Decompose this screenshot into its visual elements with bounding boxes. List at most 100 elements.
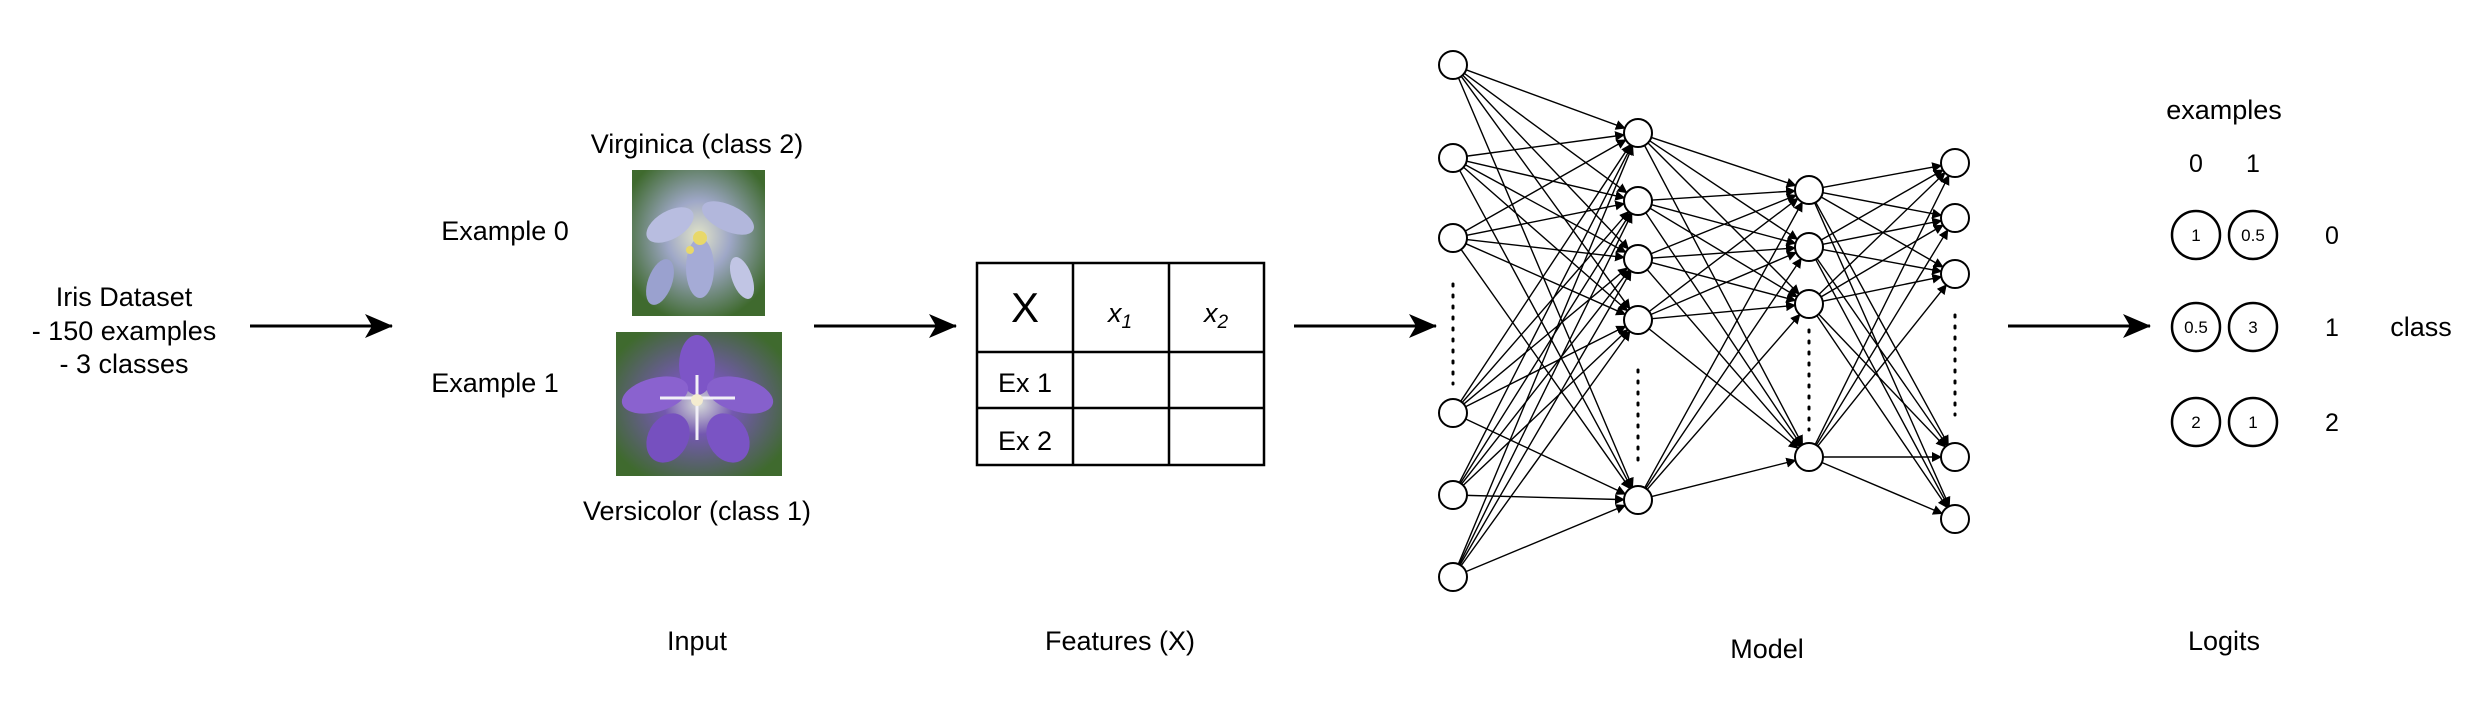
nn-connection [1457, 77, 1634, 489]
logit-value: 1 [2248, 413, 2257, 432]
nn-node-layer-4 [1940, 148, 1970, 178]
nn-connection [1822, 273, 1943, 302]
nn-node-layer-3 [1794, 175, 1824, 205]
nn-connection [1651, 301, 1797, 320]
features-row2-header: Ex 2 [998, 426, 1052, 456]
logit-value: 2 [2191, 413, 2200, 432]
nn-connection [1646, 313, 1801, 490]
versicolor-flower-image [616, 332, 782, 476]
logits-col-header-0: 0 [2189, 150, 2203, 178]
nn-connection [1460, 249, 1631, 490]
nn-connection [1815, 201, 1949, 446]
nn-node-layer-2 [1623, 118, 1653, 148]
nn-node-layer-4 [1940, 203, 1970, 233]
features-table-border [975, 261, 1266, 467]
nn-connection [1459, 169, 1632, 489]
nn-connection [1461, 210, 1630, 403]
nn-connection [1820, 224, 1944, 298]
logit-value: 1 [2191, 226, 2200, 245]
nn-connection [1643, 145, 1804, 446]
nn-connection [1816, 315, 1948, 509]
nn-connection [1646, 269, 1801, 448]
nn-connection [1822, 217, 1943, 245]
nn-connection [1815, 259, 1949, 508]
logits-class-label: class [2390, 312, 2452, 342]
nn-node-layer-1 [1438, 50, 1468, 80]
nn-connection [1460, 330, 1631, 567]
logit-node [2170, 301, 2222, 353]
nn-node-layer-3 [1794, 289, 1824, 319]
nn-connection [1462, 328, 1629, 486]
logits-row-header-0: 0 [2325, 222, 2339, 250]
logits-examples-label: examples [2166, 95, 2282, 125]
nn-connection [1651, 243, 1797, 259]
nn-node-layer-1 [1438, 143, 1468, 173]
nn-connection [1822, 162, 1943, 189]
logit-node [2227, 301, 2279, 353]
features-col1-header: x1 [1106, 298, 1132, 333]
features-corner-cell: X [1011, 284, 1039, 331]
logits-row-header-1: 1 [2325, 314, 2339, 342]
nn-connection [1651, 261, 1797, 303]
nn-connection [1645, 257, 1802, 489]
nn-connection [1651, 186, 1797, 201]
nn-connection [1651, 457, 1797, 498]
features-table [975, 261, 1266, 467]
virginica-flower-image [632, 170, 765, 316]
nn-connection [1648, 328, 1799, 449]
nn-connection [1647, 142, 1800, 295]
dataset-description: Iris Dataset - 150 examples - 3 classes [32, 282, 217, 379]
nn-node-layer-4 [1940, 442, 1970, 472]
nn-connection [1466, 200, 1626, 236]
nn-node-layer-2 [1623, 485, 1653, 515]
logit-value: 3 [2248, 318, 2257, 337]
logits-section-label: Logits [2188, 626, 2260, 656]
logits-row-header-2: 2 [2325, 409, 2339, 437]
nn-connection [1458, 144, 1633, 483]
nn-connection [1465, 418, 1627, 495]
nn-connection [1466, 238, 1626, 262]
nn-connection [1465, 504, 1626, 573]
nn-connection [1648, 197, 1799, 313]
nn-connection [1645, 212, 1802, 447]
dataset-examples-count: - 150 examples [32, 316, 217, 346]
nn-node-layer-1 [1438, 480, 1468, 510]
logit-node [2170, 209, 2222, 261]
features-col2-header: x2 [1202, 298, 1229, 333]
nn-connection [1465, 243, 1627, 316]
nn-node-layer-3 [1794, 442, 1824, 472]
nn-connection [1814, 174, 1950, 445]
nn-connection [1466, 494, 1626, 505]
nn-connection [1817, 284, 1947, 447]
nn-connection [1457, 145, 1634, 565]
nn-connection [1460, 143, 1631, 402]
nn-connection [1463, 267, 1629, 405]
nn-node-layer-1 [1438, 562, 1468, 592]
nn-node-layer-1 [1438, 223, 1468, 253]
nn-connection [1462, 74, 1630, 250]
nn-connection [1644, 201, 1803, 489]
input-section: Virginica (class 2) Example 0 Example 1 [431, 129, 811, 656]
features-row1-header: Ex 1 [998, 368, 1052, 398]
versicolor-caption: Versicolor (class 1) [583, 496, 811, 526]
nn-node-layer-2 [1623, 186, 1653, 216]
nn-connection [1815, 229, 1949, 446]
nn-connection [1459, 212, 1632, 484]
logits-col-header-1: 1 [2246, 150, 2260, 178]
example-0-label: Example 0 [441, 216, 569, 246]
nn-connection [1814, 202, 1951, 508]
nn-connection [1464, 139, 1627, 232]
logit-value: 0.5 [2241, 226, 2265, 245]
nn-node-layer-3 [1794, 232, 1824, 262]
nn-connection [1463, 72, 1628, 194]
nn-node-layer-2 [1623, 244, 1653, 274]
nn-connection [1650, 193, 1797, 255]
nn-connection [1466, 131, 1626, 157]
nn-connection [1459, 270, 1632, 566]
neural-network-model [1438, 50, 1970, 592]
dataset-title: Iris Dataset [56, 282, 193, 312]
logit-value: 0.5 [2184, 318, 2208, 337]
dataset-classes-count: - 3 classes [59, 349, 188, 379]
features-section-label: Features (X) [1045, 626, 1195, 656]
